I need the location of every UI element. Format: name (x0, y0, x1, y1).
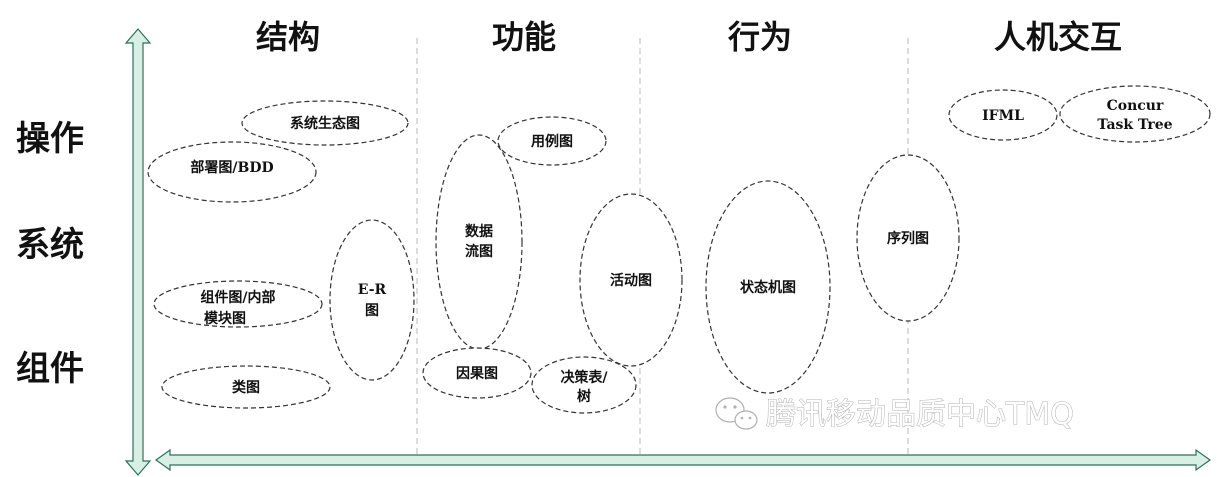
node-state-machine-diagram[interactable]: 状态机图 (705, 180, 831, 394)
horizontal-axis-arrow (154, 448, 1212, 472)
node-ellipse (1059, 85, 1211, 143)
node-label-line-1: 用例图 (531, 133, 573, 150)
node-ellipse (497, 116, 607, 166)
node-label-line-1: 序列图 (887, 230, 929, 247)
node-ellipse (435, 134, 523, 350)
node-deployment-diagram[interactable]: 部署图/BDD (147, 141, 317, 203)
node-label-line-1: 决策表/ (560, 369, 608, 386)
node-activity-diagram[interactable]: 活动图 (579, 193, 683, 367)
node-component-module-diagram[interactable]: 组件图/内部 模块图 (153, 280, 323, 328)
row-header-operation: 操作 (16, 119, 84, 159)
node-label-line-1: 部署图/BDD (190, 159, 273, 176)
node-er-diagram[interactable]: E-R 图 (329, 219, 415, 381)
watermark: 腾讯移动品质中心TMQ (715, 397, 1074, 433)
node-ecosystem-diagram[interactable]: 系统生态图 (241, 100, 409, 146)
node-ifml[interactable]: IFML (948, 89, 1058, 141)
row-header-component: 组件 (16, 349, 84, 389)
node-label-line-2: 树 (577, 388, 591, 405)
node-ellipse (705, 180, 831, 394)
node-cause-effect-diagram[interactable]: 因果图 (422, 347, 532, 399)
node-label-line-1: 系统生态图 (290, 115, 360, 132)
node-ellipse (856, 154, 960, 322)
node-label-line-1: 活动图 (610, 272, 652, 289)
node-label-line-1: Concur (1107, 98, 1164, 114)
column-header-behavior: 行为 (728, 18, 792, 56)
node-sequence-diagram[interactable]: 序列图 (856, 154, 960, 322)
node-data-flow-diagram[interactable]: 数据 流图 (435, 134, 523, 350)
column-header-interaction: 人机交互 (994, 18, 1122, 56)
node-ellipse (422, 347, 532, 399)
node-label-line-1: 类图 (232, 379, 260, 396)
node-ellipse (948, 89, 1058, 141)
node-label-line-1: IFML (982, 108, 1024, 124)
node-ellipse (531, 356, 637, 414)
node-ellipse (153, 280, 323, 328)
wechat-icon (715, 397, 758, 430)
column-header-structure: 结构 (256, 18, 320, 56)
node-label-line-1: 组件图/内部 (200, 289, 275, 306)
node-label-line-2: 模块图 (204, 310, 246, 327)
node-ellipse (329, 219, 415, 381)
node-ellipse (579, 193, 683, 367)
node-ellipse (147, 141, 317, 203)
node-use-case-diagram[interactable]: 用例图 (497, 116, 607, 166)
watermark-text: 腾讯移动品质中心TMQ (766, 397, 1074, 432)
node-label-line-2: Task Tree (1097, 117, 1172, 133)
node-label-line-2: 图 (365, 303, 379, 319)
node-label-line-1: E-R (358, 282, 387, 298)
node-decision-table-diagram[interactable]: 决策表/ 树 (531, 356, 637, 414)
node-ellipse (241, 100, 409, 146)
vertical-axis-arrow (124, 28, 152, 476)
node-concur-task-tree[interactable]: Concur Task Tree (1059, 85, 1211, 143)
node-label-line-1: 状态机图 (740, 279, 796, 296)
node-ellipse (161, 365, 331, 409)
column-header-function: 功能 (492, 18, 556, 56)
node-label-line-1: 因果图 (456, 366, 498, 382)
node-label-line-1: 数据 (465, 223, 493, 240)
row-header-system: 系统 (16, 225, 84, 265)
node-label-line-2: 流图 (465, 243, 493, 260)
node-class-diagram[interactable]: 类图 (161, 365, 331, 409)
